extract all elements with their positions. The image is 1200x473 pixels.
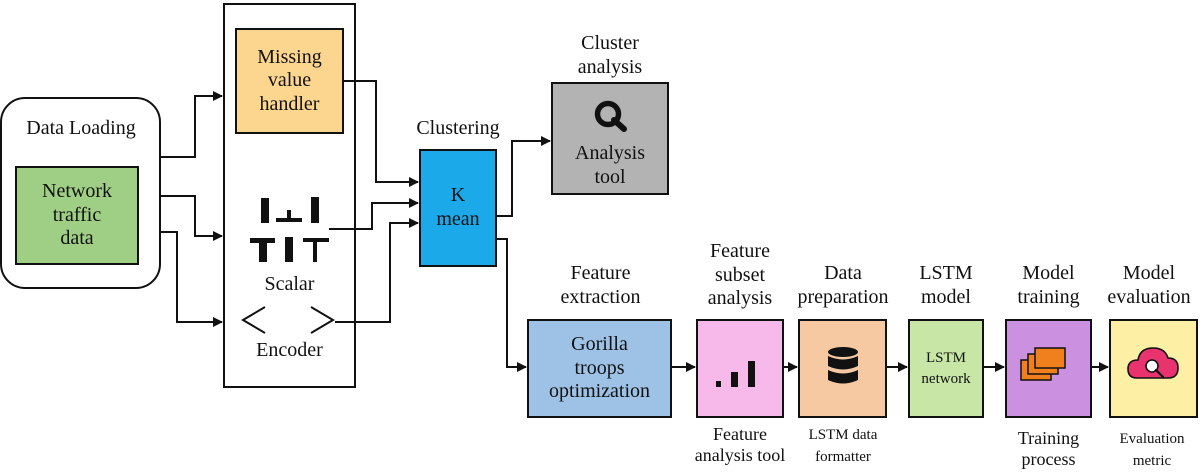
- feature-subset-caption-line-2: analysis tool: [694, 445, 786, 466]
- data-prep-caption-line-1: LSTM data: [808, 427, 878, 443]
- network-traffic-label: Network traffic data: [16, 167, 138, 264]
- data-prep-title-line-2: preparation: [797, 285, 889, 308]
- model-training-caption-line-2: process: [1021, 449, 1076, 470]
- data-prep-title-line-1: Data: [824, 262, 862, 284]
- model-eval-title: Model evaluation: [1098, 262, 1200, 309]
- gorilla-line-3: optimization: [548, 380, 651, 403]
- network-traffic-box: [15, 166, 139, 265]
- feature-subset-title-line-2: subset: [715, 263, 765, 286]
- model-training-title-line-1: Model: [1022, 262, 1075, 284]
- lstm-network-label: LSTM network: [909, 320, 983, 417]
- feature-subset-title-line-1: Feature: [710, 240, 770, 262]
- lstm-network-line-1: LSTM: [925, 349, 966, 366]
- model-eval-title-line-2: evaluation: [1107, 285, 1191, 308]
- analysis-tool-line-1: Analysis: [575, 142, 645, 164]
- missing-value-line-1: Missing: [257, 45, 322, 68]
- encoder-label: Encoder: [256, 339, 323, 361]
- data-prep-caption-line-2: formatter: [815, 448, 871, 465]
- clustering-title: Clustering: [416, 117, 500, 139]
- lstm-network-box: [908, 319, 984, 418]
- kmean-box: [419, 149, 497, 267]
- network-traffic-line-2: traffic: [52, 203, 102, 226]
- model-training-title-line-2: training: [1017, 285, 1080, 308]
- feature-extraction-title-line-2: extraction: [560, 285, 641, 308]
- missing-value-label: Missing value handler: [236, 29, 343, 133]
- encoder-icon: [241, 306, 335, 334]
- model-eval-caption-line-2: metric: [1132, 452, 1172, 469]
- model-eval-title-line-1: Model: [1122, 262, 1176, 284]
- data-prep-title: Data preparation: [786, 262, 900, 309]
- gorilla-box: [527, 319, 672, 418]
- network-traffic-line-3: data: [60, 227, 94, 250]
- analysis-tool-line-2: tool: [594, 165, 626, 188]
- feature-subset-title-line-3: analysis: [707, 287, 773, 310]
- missing-value-line-2: value: [267, 69, 312, 92]
- layers-icon: [1020, 347, 1066, 381]
- scalar-label: Scalar: [264, 273, 315, 295]
- feature-extraction-title: Feature extraction: [538, 262, 663, 309]
- data-loading-title: Data Loading: [26, 117, 136, 139]
- scalar-icon: [250, 197, 329, 262]
- lstm-model-title: LSTM model: [901, 262, 991, 309]
- lstm-network-line-2: network: [921, 370, 971, 387]
- lstm-model-title-line-2: model: [921, 285, 971, 308]
- kmean-label: K mean: [420, 150, 496, 266]
- kmean-line-1: K: [450, 184, 466, 207]
- connectors: [160, 80, 1109, 372]
- feature-extraction-title-line-1: Feature: [570, 262, 631, 284]
- gorilla-label: Gorilla troops optimization: [528, 320, 671, 417]
- analysis-tool-label: Analysis tool: [552, 142, 668, 189]
- cluster-analysis-title-line-2: analysis: [577, 55, 643, 78]
- missing-value-line-3: handler: [259, 92, 320, 115]
- gorilla-line-2: troops: [574, 356, 625, 379]
- cluster-analysis-title-line-1: Cluster: [581, 32, 639, 54]
- model-eval-caption-line-1: Evaluation: [1119, 431, 1185, 447]
- feature-subset-box: [696, 319, 784, 418]
- gorilla-line-1: Gorilla: [571, 333, 628, 356]
- cluster-analysis-title: Cluster analysis: [545, 32, 675, 79]
- model-training-caption-line-1: Training: [1017, 428, 1080, 448]
- cloud-search-icon: [1127, 347, 1179, 379]
- model-training-caption: Training process: [996, 428, 1101, 470]
- feature-subset-title: Feature subset analysis: [685, 240, 795, 311]
- missing-value-box: [235, 28, 344, 134]
- feature-subset-caption: Feature analysis tool: [679, 424, 801, 466]
- database-icon: [828, 347, 858, 384]
- search-icon: [594, 100, 627, 132]
- feature-subset-caption-line-1: Feature: [713, 424, 767, 444]
- model-training-title: Model training: [996, 262, 1101, 309]
- lstm-model-title-line-1: LSTM: [919, 262, 973, 284]
- network-traffic-line-1: Network: [42, 180, 112, 203]
- bar-chart-icon: [716, 361, 755, 387]
- data-prep-caption: LSTM data formatter: [794, 425, 892, 469]
- model-eval-caption: Evaluation metric: [1104, 429, 1200, 473]
- kmean-line-2: mean: [436, 208, 480, 230]
